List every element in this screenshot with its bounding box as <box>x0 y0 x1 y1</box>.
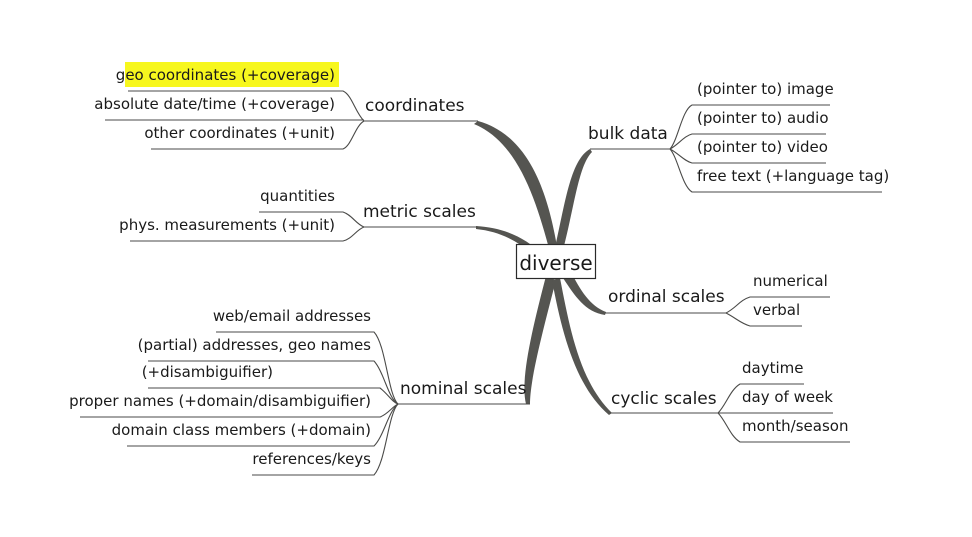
leaf-pointer-video[interactable]: (pointer to) video <box>697 138 828 156</box>
connector-bulk <box>554 149 592 254</box>
leaf-other-coordinates[interactable]: other coordinates (+unit) <box>144 124 335 142</box>
branch-ordinal-scales[interactable]: ordinal scales <box>608 287 725 307</box>
connector-ordinal <box>563 270 606 315</box>
leaf-disambiguifier[interactable]: (+disambiguifier) <box>142 363 273 381</box>
leaf-pointer-image[interactable]: (pointer to) image <box>697 80 834 98</box>
branch-coordinates[interactable]: coordinates <box>365 96 465 116</box>
center-node-label: diverse <box>519 251 592 275</box>
leaf-domain-class-members[interactable]: domain class members (+domain) <box>112 421 371 439</box>
leaf-references-keys[interactable]: references/keys <box>252 450 371 468</box>
leaf-absolute-date-time[interactable]: absolute date/time (+coverage) <box>94 95 335 113</box>
leaf-month-season[interactable]: month/season <box>742 417 848 435</box>
main-connectors <box>474 121 612 415</box>
leaf-pointer-audio[interactable]: (pointer to) audio <box>697 109 829 127</box>
branch-metric-scales[interactable]: metric scales <box>363 202 476 222</box>
leaf-phys-measurements[interactable]: phys. measurements (+unit) <box>119 216 335 234</box>
connector-nominal <box>524 276 556 404</box>
leaf-connectors <box>80 90 882 476</box>
leaf-daytime[interactable]: daytime <box>742 359 803 377</box>
center-node-box[interactable] <box>515 243 597 280</box>
leaf-quantities[interactable]: quantities <box>260 187 335 205</box>
highlight-geo-coordinates <box>125 62 339 87</box>
leaf-numerical[interactable]: numerical <box>753 272 828 290</box>
connector-cyclic <box>552 278 612 415</box>
leaf-partial-addresses[interactable]: (partial) addresses, geo names <box>138 336 372 354</box>
leaf-free-text[interactable]: free text (+language tag) <box>697 167 889 185</box>
leaf-day-of-week[interactable]: day of week <box>742 388 833 406</box>
leaf-verbal[interactable]: verbal <box>753 301 800 319</box>
leaf-proper-names[interactable]: proper names (+domain/disambiguifier) <box>69 392 371 410</box>
branch-nominal-scales[interactable]: nominal scales <box>400 379 527 399</box>
branch-bulk-data[interactable]: bulk data <box>588 124 668 144</box>
leaf-web-email[interactable]: web/email addresses <box>213 307 371 325</box>
leaf-geo-coordinates[interactable]: geo coordinates (+coverage) <box>116 66 335 84</box>
branch-cyclic-scales[interactable]: cyclic scales <box>611 389 717 409</box>
connector-coordinates <box>474 121 558 252</box>
